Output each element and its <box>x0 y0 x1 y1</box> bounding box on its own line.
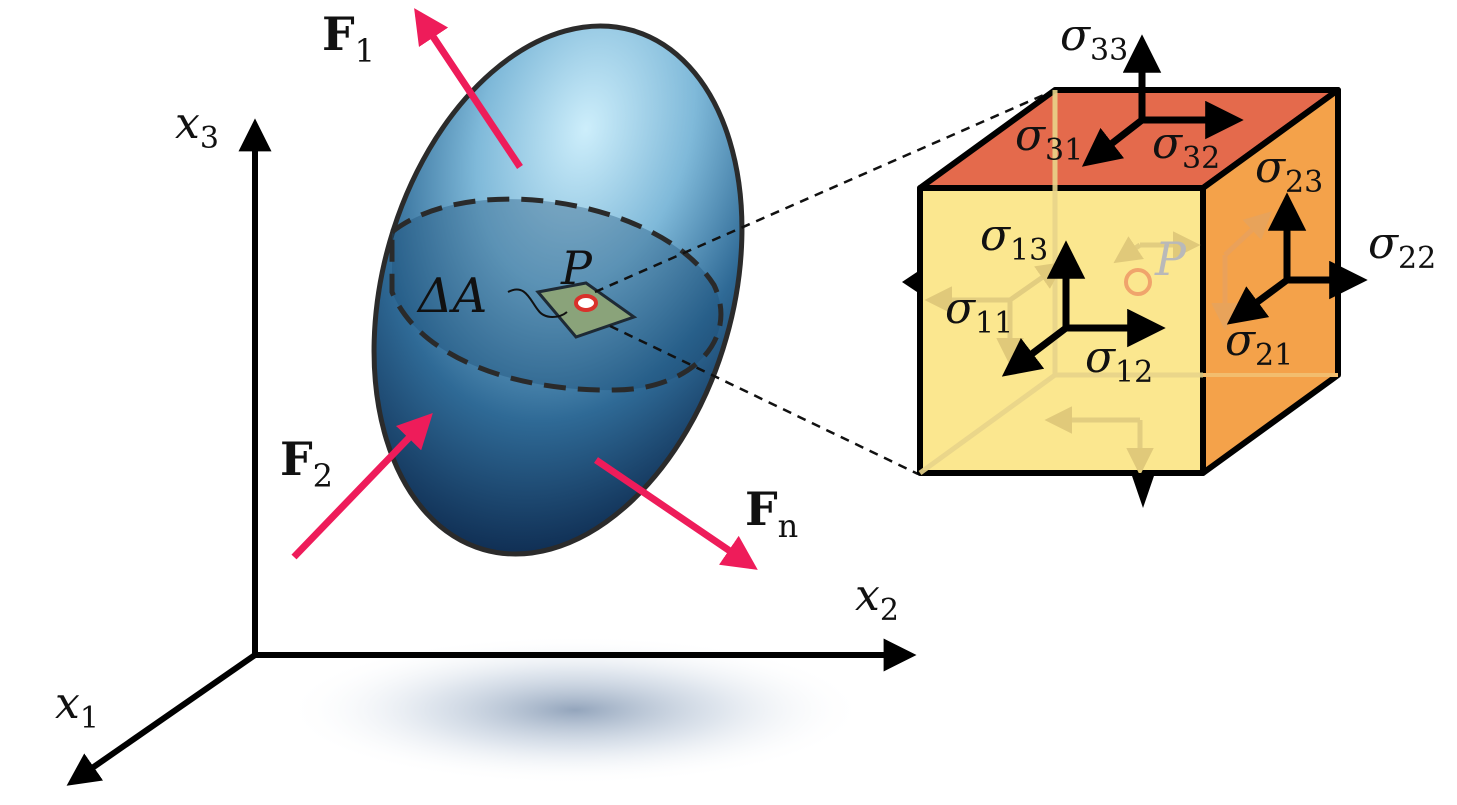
sigma12-label: σ12 <box>1085 332 1153 390</box>
area-element <box>507 281 638 339</box>
cut-section-outline <box>389 196 724 393</box>
point-p-marker <box>574 294 598 312</box>
sigma32-label: σ32 <box>1152 118 1220 176</box>
front-stress-arrows <box>1001 240 1166 377</box>
coordinate-axes <box>66 118 917 786</box>
sigma11-label: σ11 <box>945 283 1013 341</box>
sigma11-arrow <box>1001 325 1069 377</box>
left-stub-arrow <box>902 270 920 294</box>
zoom-lines <box>594 88 1056 476</box>
cube-hidden-edges <box>918 90 1203 476</box>
x1-axis <box>66 652 257 786</box>
force-fn-arrow <box>594 457 758 570</box>
sigma21-label: σ21 <box>1225 315 1293 373</box>
stress-cube: P <box>902 34 1368 508</box>
sigma13-label: σ13 <box>980 210 1048 268</box>
side-stress-arrows <box>1226 192 1368 325</box>
stress-labels: σ33 σ31 σ32 σ23 σ22 σ21 σ13 σ11 σ12 <box>945 10 1436 390</box>
force-fn-label: Fn <box>745 482 798 545</box>
cube-point-p-marker <box>1124 268 1152 296</box>
force-arrows <box>291 8 758 570</box>
force-f1-arrow <box>414 8 523 169</box>
bottom-stub-arrow <box>1131 473 1155 508</box>
force-f2-arrow <box>291 412 433 560</box>
force-f2-label: F2 <box>280 432 333 495</box>
x3-label: x3 <box>175 98 219 156</box>
force-f1-label: F1 <box>322 7 375 70</box>
top-stress-arrows <box>1081 34 1244 167</box>
faded-side-arrows <box>1211 211 1273 331</box>
sigma33-label: σ33 <box>1060 10 1128 68</box>
sigma22-label: σ22 <box>1368 218 1436 276</box>
sigma31-arrow <box>1081 117 1145 167</box>
sigma31-label: σ31 <box>1015 110 1083 168</box>
x1-label: x1 <box>55 678 99 736</box>
ground-shadow <box>285 635 865 785</box>
area-label: ΔA <box>416 268 487 324</box>
cube-point-p-label: P <box>1154 232 1187 286</box>
area-leader-line <box>507 288 568 318</box>
point-p-label: P <box>560 241 593 295</box>
sigma21-arrow <box>1226 277 1290 325</box>
x2-label: x2 <box>855 570 899 628</box>
sigma23-label: σ23 <box>1255 142 1323 200</box>
